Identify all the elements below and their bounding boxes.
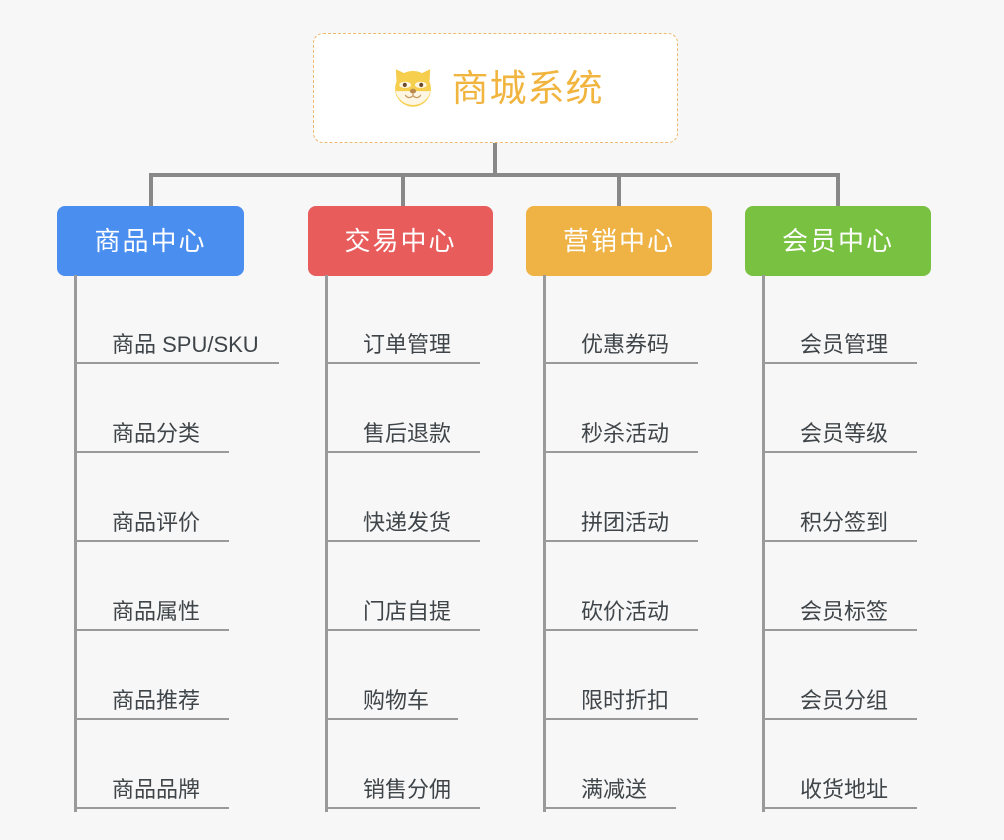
leaf-label: 会员管理 [800,331,889,357]
leaf-label: 秒杀活动 [581,420,670,446]
leaf-label: 门店自提 [363,598,452,624]
leaf-label: 商品推荐 [112,687,201,713]
leaf-item[interactable]: 订单管理 [325,275,555,364]
leaf-item[interactable]: 砍价活动 [543,542,773,631]
leaf-rule [762,718,917,720]
category-box-1[interactable]: 交易中心 [308,206,493,276]
leaf-item[interactable]: 会员管理 [762,275,992,364]
leaf-rule [74,718,229,720]
category-box-3[interactable]: 会员中心 [745,206,931,276]
leaf-rule [762,629,917,631]
leaf-label: 商品品牌 [112,776,201,802]
branch-spine-1 [325,275,328,812]
leaf-rule [543,718,698,720]
leaf-rule [762,540,917,542]
leaf-rule [325,540,480,542]
leaf-item[interactable]: 满减送 [543,720,773,809]
leaf-rule [762,362,917,364]
branch-spine-0 [74,275,77,812]
leaf-rule [74,451,229,453]
connector-drop-2 [401,173,405,206]
leaf-rule [325,807,480,809]
leaf-item[interactable]: 商品 SPU/SKU [74,275,304,364]
category-box-0[interactable]: 商品中心 [57,206,244,276]
leaf-item[interactable]: 快递发货 [325,453,555,542]
leaf-rule [543,629,698,631]
branch-column-2: 优惠券码 秒杀活动 拼团活动 砍价活动 限时折扣 满减送 [543,275,773,812]
leaf-rule [325,451,480,453]
connector-drop-1 [149,173,153,206]
connector-drop-4 [836,173,840,206]
leaf-label: 砍价活动 [581,598,670,624]
root-title: 商城系统 [451,67,604,109]
leaf-label: 快递发货 [363,509,452,535]
leaf-label: 拼团活动 [581,509,670,535]
leaf-label: 满减送 [581,776,648,802]
leaf-rule [74,629,229,631]
shiba-dog-icon [388,63,438,113]
root-node-mall-system[interactable]: 商城系统 [313,33,678,143]
leaf-rule [74,362,279,364]
leaf-label: 限时折扣 [581,687,670,713]
leaf-rule [325,629,480,631]
category-box-2[interactable]: 营销中心 [526,206,712,276]
leaf-item[interactable]: 门店自提 [325,542,555,631]
branch-spine-2 [543,275,546,812]
connector-root-stem [493,143,497,175]
leaf-rule [325,718,458,720]
leaf-item[interactable]: 拼团活动 [543,453,773,542]
category-label-3: 会员中心 [781,226,894,256]
leaf-item[interactable]: 会员分组 [762,631,992,720]
leaf-item[interactable]: 购物车 [325,631,555,720]
category-label-2: 营销中心 [562,226,675,256]
leaf-rule [543,362,698,364]
leaf-label: 订单管理 [363,331,452,357]
leaf-item[interactable]: 限时折扣 [543,631,773,720]
leaf-item[interactable]: 商品评价 [74,453,304,542]
leaf-label: 会员分组 [800,687,889,713]
leaf-label: 售后退款 [363,420,452,446]
leaf-label: 商品分类 [112,420,201,446]
branch-spine-3 [762,275,765,812]
leaf-item[interactable]: 收货地址 [762,720,992,809]
leaf-label: 购物车 [363,687,430,713]
leaf-rule [74,540,229,542]
leaf-label: 销售分佣 [363,776,452,802]
leaf-item[interactable]: 优惠券码 [543,275,773,364]
leaf-rule [762,807,917,809]
category-label-0: 商品中心 [94,226,207,256]
leaf-item[interactable]: 商品分类 [74,364,304,453]
leaf-item[interactable]: 会员标签 [762,542,992,631]
leaf-item[interactable]: 积分签到 [762,453,992,542]
category-label-1: 交易中心 [344,226,457,256]
connector-horizontal-bar [150,173,838,177]
leaf-rule [325,362,480,364]
leaf-item[interactable]: 商品推荐 [74,631,304,720]
leaf-item[interactable]: 商品属性 [74,542,304,631]
leaf-rule [543,540,698,542]
leaf-label: 收货地址 [800,776,889,802]
leaf-item[interactable]: 秒杀活动 [543,364,773,453]
leaf-label: 积分签到 [800,509,889,535]
leaf-label: 商品评价 [112,509,201,535]
branch-column-0: 商品 SPU/SKU 商品分类 商品评价 商品属性 商品推荐 商品品牌 [74,275,304,812]
leaf-item[interactable]: 售后退款 [325,364,555,453]
leaf-label: 优惠券码 [581,331,670,357]
leaf-label: 会员标签 [800,598,889,624]
leaf-rule [543,807,676,809]
leaf-item[interactable]: 商品品牌 [74,720,304,809]
connector-drop-3 [617,173,621,206]
leaf-label: 商品 SPU/SKU [112,331,259,357]
branch-column-1: 订单管理 售后退款 快递发货 门店自提 购物车 销售分佣 [325,275,555,812]
leaf-item[interactable]: 会员等级 [762,364,992,453]
leaf-rule [74,807,229,809]
leaf-item[interactable]: 销售分佣 [325,720,555,809]
branch-column-3: 会员管理 会员等级 积分签到 会员标签 会员分组 收货地址 [762,275,992,812]
leaf-rule [762,451,917,453]
leaf-label: 商品属性 [112,598,201,624]
leaf-rule [543,451,698,453]
leaf-label: 会员等级 [800,420,889,446]
